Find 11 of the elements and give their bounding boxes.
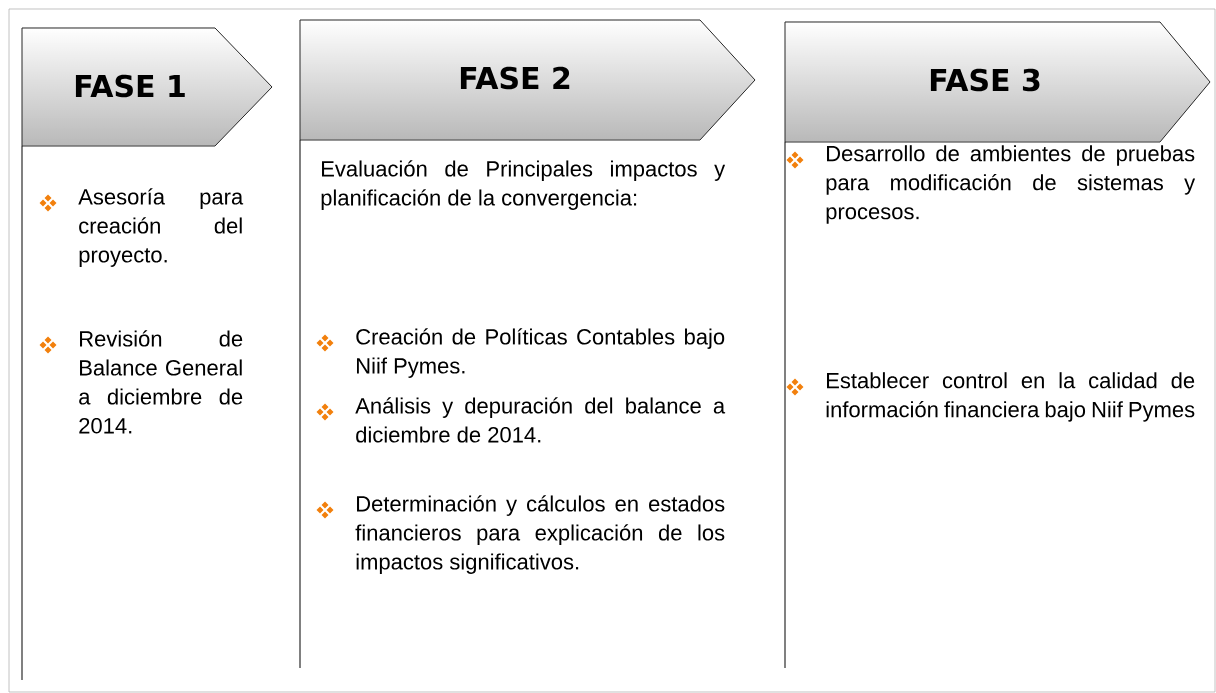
list-item: Revisión de Balance General a diciembre de 2014. (79, 330, 243, 434)
list-item: Creación de Políticas Contables bajo Niif Pymes. (356, 328, 725, 378)
list-item: Establecer control en la calidad de información financiera bajo Niif Pymes (826, 372, 1195, 422)
list-item: Determinación y cálculos en estados financieros para explicación de los impactos significativos. (355, 495, 725, 574)
phase-title: FASE 2 (460, 66, 570, 90)
intro-text: Evaluación de Principales impactos y planificación de la convergencia: (321, 160, 726, 210)
phase-title: FASE 3 (930, 68, 1040, 92)
phase-title: FASE 1 (75, 74, 185, 98)
list-item: Desarrollo de ambientes de pruebas para modificación de sistemas y procesos. (826, 145, 1196, 224)
list-item: Asesoría para creación del proyecto. (78, 188, 244, 267)
list-item: Análisis y depuración del balance a diciembre de 2014. (355, 397, 726, 443)
